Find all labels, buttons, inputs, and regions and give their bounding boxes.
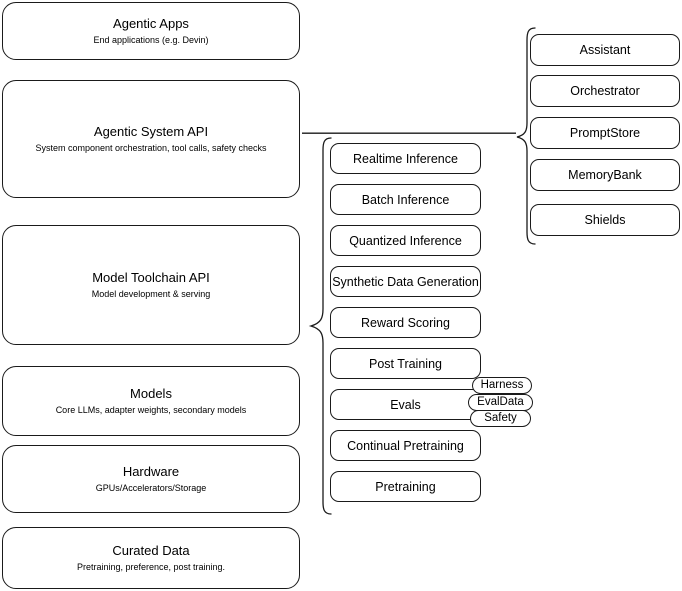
- eval-pill-evaldata[interactable]: EvalData: [468, 394, 533, 411]
- layer-box-agentic-system-api[interactable]: Agentic System API System component orch…: [2, 80, 300, 198]
- component-box-evals[interactable]: Evals: [330, 389, 481, 420]
- eval-pill-label: Harness: [480, 379, 524, 391]
- component-box-continual-pretraining[interactable]: Continual Pretraining: [330, 430, 481, 461]
- component-box-orchestrator[interactable]: Orchestrator: [530, 75, 680, 107]
- component-label: Synthetic Data Generation: [332, 274, 479, 289]
- layer-box-curated-data[interactable]: Curated Data Pretraining, preference, po…: [2, 527, 300, 589]
- layer-title: Agentic System API: [93, 123, 209, 139]
- component-label: Pretraining: [375, 479, 436, 494]
- component-label: Post Training: [369, 356, 442, 371]
- component-label: Continual Pretraining: [347, 438, 464, 453]
- eval-pill-label: Safety: [484, 412, 517, 424]
- connector-system-api-to-right-column: [302, 132, 516, 135]
- model-toolchain-components-brace: [308, 137, 332, 515]
- layer-subtitle: Core LLMs, adapter weights, secondary mo…: [55, 404, 247, 415]
- component-label: Assistant: [579, 43, 631, 57]
- layer-title: Curated Data: [112, 542, 190, 558]
- component-box-memorybank[interactable]: MemoryBank: [530, 159, 680, 191]
- layer-box-hardware[interactable]: Hardware GPUs/Accelerators/Storage: [2, 445, 300, 513]
- component-label: Shields: [584, 213, 626, 227]
- agentic-system-components-brace: [516, 27, 536, 245]
- layer-subtitle: GPUs/Accelerators/Storage: [95, 482, 207, 493]
- component-label: Realtime Inference: [353, 151, 458, 166]
- layer-title: Model Toolchain API: [92, 269, 210, 285]
- component-box-batch-inference[interactable]: Batch Inference: [330, 184, 481, 215]
- layer-title: Agentic Apps: [113, 15, 189, 31]
- layer-subtitle: Pretraining, preference, post training.: [76, 561, 226, 572]
- component-label: PromptStore: [569, 126, 641, 140]
- component-box-post-training[interactable]: Post Training: [330, 348, 481, 379]
- component-label: Reward Scoring: [361, 315, 450, 330]
- component-box-pretraining[interactable]: Pretraining: [330, 471, 481, 502]
- layer-box-model-toolchain-api[interactable]: Model Toolchain API Model development & …: [2, 225, 300, 345]
- layer-box-agentic-apps[interactable]: Agentic Apps End applications (e.g. Devi…: [2, 2, 300, 60]
- layer-title: Hardware: [122, 463, 180, 479]
- component-label: MemoryBank: [568, 168, 642, 182]
- layer-title: Models: [130, 385, 172, 401]
- component-label: Quantized Inference: [349, 233, 462, 248]
- eval-pill-label: EvalData: [477, 396, 524, 408]
- eval-pill-safety[interactable]: Safety: [470, 410, 531, 427]
- component-box-promptstore[interactable]: PromptStore: [530, 117, 680, 149]
- layer-box-models[interactable]: Models Core LLMs, adapter weights, secon…: [2, 366, 300, 436]
- layer-subtitle: Model development & serving: [91, 288, 211, 299]
- component-box-shields[interactable]: Shields: [530, 204, 680, 236]
- component-box-realtime-inference[interactable]: Realtime Inference: [330, 143, 481, 174]
- layer-subtitle: End applications (e.g. Devin): [93, 34, 209, 45]
- component-label: Orchestrator: [570, 84, 640, 98]
- component-label: Batch Inference: [361, 192, 450, 207]
- component-label: Evals: [390, 397, 421, 412]
- component-box-reward-scoring[interactable]: Reward Scoring: [330, 307, 481, 338]
- layer-subtitle: System component orchestration, tool cal…: [35, 142, 267, 153]
- eval-pill-harness[interactable]: Harness: [472, 377, 532, 394]
- component-box-synthetic-data-generation[interactable]: Synthetic Data Generation: [330, 266, 481, 297]
- component-box-assistant[interactable]: Assistant: [530, 34, 680, 66]
- component-box-quantized-inference[interactable]: Quantized Inference: [330, 225, 481, 256]
